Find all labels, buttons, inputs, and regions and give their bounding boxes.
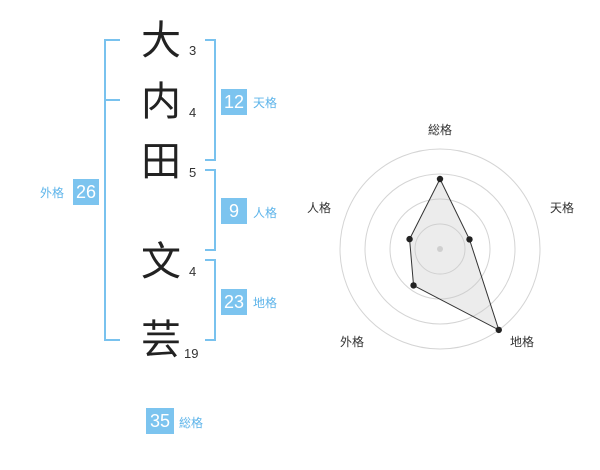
radar-axis-label-soukaku: 総格 bbox=[428, 123, 453, 137]
radar-point-3 bbox=[495, 326, 502, 334]
stroke-count-1: 3 bbox=[189, 43, 197, 58]
radar-series-polygon bbox=[409, 177, 500, 331]
stroke-count-4: 4 bbox=[189, 264, 197, 279]
tenkaku-label: 天格 bbox=[253, 96, 278, 110]
radar-point-1 bbox=[436, 175, 444, 183]
radar-axis-label-gaikaku: 外格 bbox=[340, 335, 365, 349]
chikaku-bracket bbox=[205, 259, 216, 341]
radar-axis-label-chikaku: 地格 bbox=[510, 335, 535, 349]
stroke-count-3: 5 bbox=[189, 165, 197, 180]
radar-axis-label-jinkaku: 人格 bbox=[307, 201, 332, 215]
soukaku-value: 35 bbox=[146, 408, 174, 434]
tenkaku-value: 12 bbox=[221, 89, 247, 115]
name-char-3: 田 bbox=[141, 139, 181, 185]
radar-point-2 bbox=[466, 236, 473, 243]
radar-axis-label-tenkaku: 天格 bbox=[550, 201, 575, 215]
soukaku-label: 総格 bbox=[179, 416, 204, 430]
radar-center-dot bbox=[437, 246, 443, 252]
jinkaku-value: 9 bbox=[221, 198, 247, 224]
jinkaku-label: 人格 bbox=[253, 206, 278, 220]
jinkaku-bracket bbox=[205, 169, 216, 251]
chikaku-label: 地格 bbox=[253, 296, 278, 310]
tenkaku-bracket bbox=[205, 39, 216, 161]
radar-ring-4 bbox=[339, 148, 541, 350]
name-char-4: 文 bbox=[141, 239, 181, 285]
name-char-5: 芸 bbox=[141, 317, 181, 363]
gaikaku-value: 26 bbox=[73, 179, 99, 205]
stroke-count-5: 19 bbox=[184, 346, 199, 361]
radar-point-5 bbox=[406, 235, 413, 243]
radar-ring-1 bbox=[414, 223, 466, 275]
name-char-2: 内 bbox=[141, 79, 181, 125]
radar-ring-3 bbox=[364, 173, 516, 325]
gaikaku-bracket bbox=[104, 39, 120, 341]
radar-point-4 bbox=[410, 282, 417, 289]
name-char-1: 大 bbox=[141, 18, 181, 64]
gaikaku-label: 外格 bbox=[40, 186, 65, 200]
chikaku-value: 23 bbox=[221, 289, 247, 315]
stroke-count-2: 4 bbox=[189, 105, 197, 120]
